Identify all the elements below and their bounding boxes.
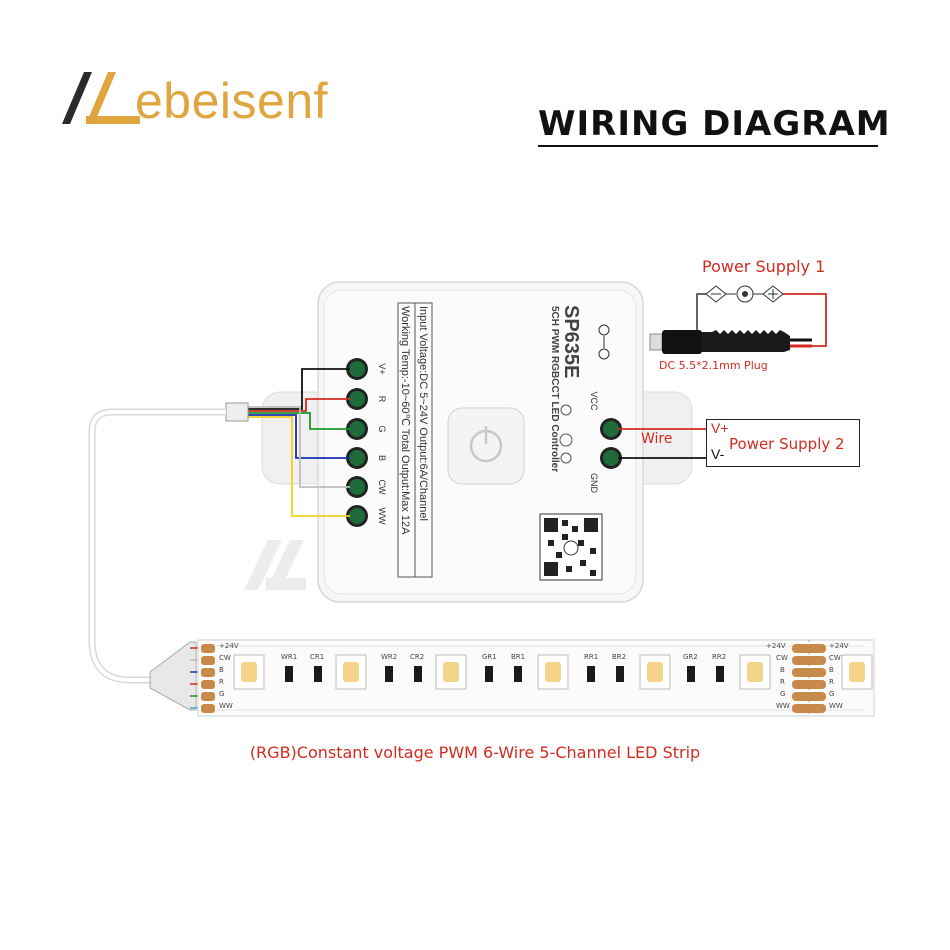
output-wires xyxy=(248,368,350,517)
power-supply-2-box xyxy=(706,419,860,467)
resistor-label: CR2 xyxy=(410,653,425,661)
resistor-label: RR1 xyxy=(584,653,599,661)
strip-caption: (RGB)Constant voltage PWM 6-Wire 5-Chann… xyxy=(249,743,701,762)
strip-mid-label-24v: +24V xyxy=(766,642,786,650)
terminal-label-gnd: GND xyxy=(589,473,599,493)
resistor-label: WR2 xyxy=(381,653,398,661)
led-strip xyxy=(197,639,875,717)
strip-pad-label-ww: WW xyxy=(219,702,233,710)
terminal-label-r: R xyxy=(377,395,387,403)
strip-end-label-g: G xyxy=(829,690,835,698)
controller-subtitle: 5CH PWM RGBCCT LED Controller xyxy=(549,306,560,473)
strip-end-label-r: R xyxy=(829,678,834,686)
strip-end-label-24v: +24V xyxy=(829,642,849,650)
plug-label: DC 5.5*2.1mm Plug xyxy=(659,359,768,372)
strip-pad-label-g: G xyxy=(219,690,225,698)
strip-end-label-b: B xyxy=(829,666,834,674)
power-supply-1-diagram xyxy=(649,285,827,354)
resistor-label: BR2 xyxy=(612,653,627,661)
resistor-label: RR2 xyxy=(712,653,727,661)
strip-cable xyxy=(88,402,249,711)
power-supply-1-label: Power Supply 1 xyxy=(702,257,826,276)
power-supply-2-wires xyxy=(618,428,708,459)
strip-end-label-ww: WW xyxy=(829,702,843,710)
power-supply-2-label: Power Supply 2 xyxy=(729,435,845,453)
strip-mid-label-ww: WW xyxy=(776,702,790,710)
terminal-label-g: G xyxy=(377,425,387,433)
strip-mid-label-g: G xyxy=(780,690,786,698)
watermark xyxy=(244,540,306,590)
resistor-label: WR1 xyxy=(281,653,298,661)
output-terminal-block xyxy=(346,358,368,527)
resistor-label: GR1 xyxy=(482,653,497,661)
terminal-label-ww: WW xyxy=(377,507,387,525)
controller-spec-line-2: Working Temp:-10~60℃ Total Output:Max 12… xyxy=(399,306,411,535)
power-supply-2-vplus: V+ xyxy=(711,420,729,436)
strip-pad-label-24v: +24V xyxy=(219,642,239,650)
resistor-label: GR2 xyxy=(683,653,698,661)
wire-label: Wire xyxy=(641,431,673,447)
page-title: WIRING DIAGRAM xyxy=(538,104,891,144)
terminal-label-vplus: V+ xyxy=(377,363,387,375)
input-terminal-block xyxy=(600,418,622,469)
strip-pad-label-cw: CW xyxy=(219,654,231,662)
title-underline xyxy=(538,145,878,147)
strip-mid-label-r: R xyxy=(780,678,785,686)
controller-spec-line-1: Input Voltage:DC 5~24V Output:6A/Channel xyxy=(417,306,429,521)
terminal-label-cw: CW xyxy=(377,479,387,495)
terminal-label-b: B xyxy=(377,454,387,461)
terminal-label-vcc: VCC xyxy=(589,391,599,411)
strip-pad-label-r: R xyxy=(219,678,224,686)
brand-name: ebeisenf xyxy=(135,73,329,129)
strip-pad-label-b: B xyxy=(219,666,224,674)
resistor-label: CR1 xyxy=(310,653,325,661)
strip-mid-label-b: B xyxy=(780,666,785,674)
controller-model: SP635E xyxy=(560,305,582,379)
resistor-label: BR1 xyxy=(511,653,526,661)
power-supply-2-vminus: V- xyxy=(711,446,725,462)
strip-mid-label-cw: CW xyxy=(776,654,788,662)
strip-end-label-cw: CW xyxy=(829,654,841,662)
controller-body xyxy=(261,281,693,603)
brand-logo-mark xyxy=(62,72,140,124)
